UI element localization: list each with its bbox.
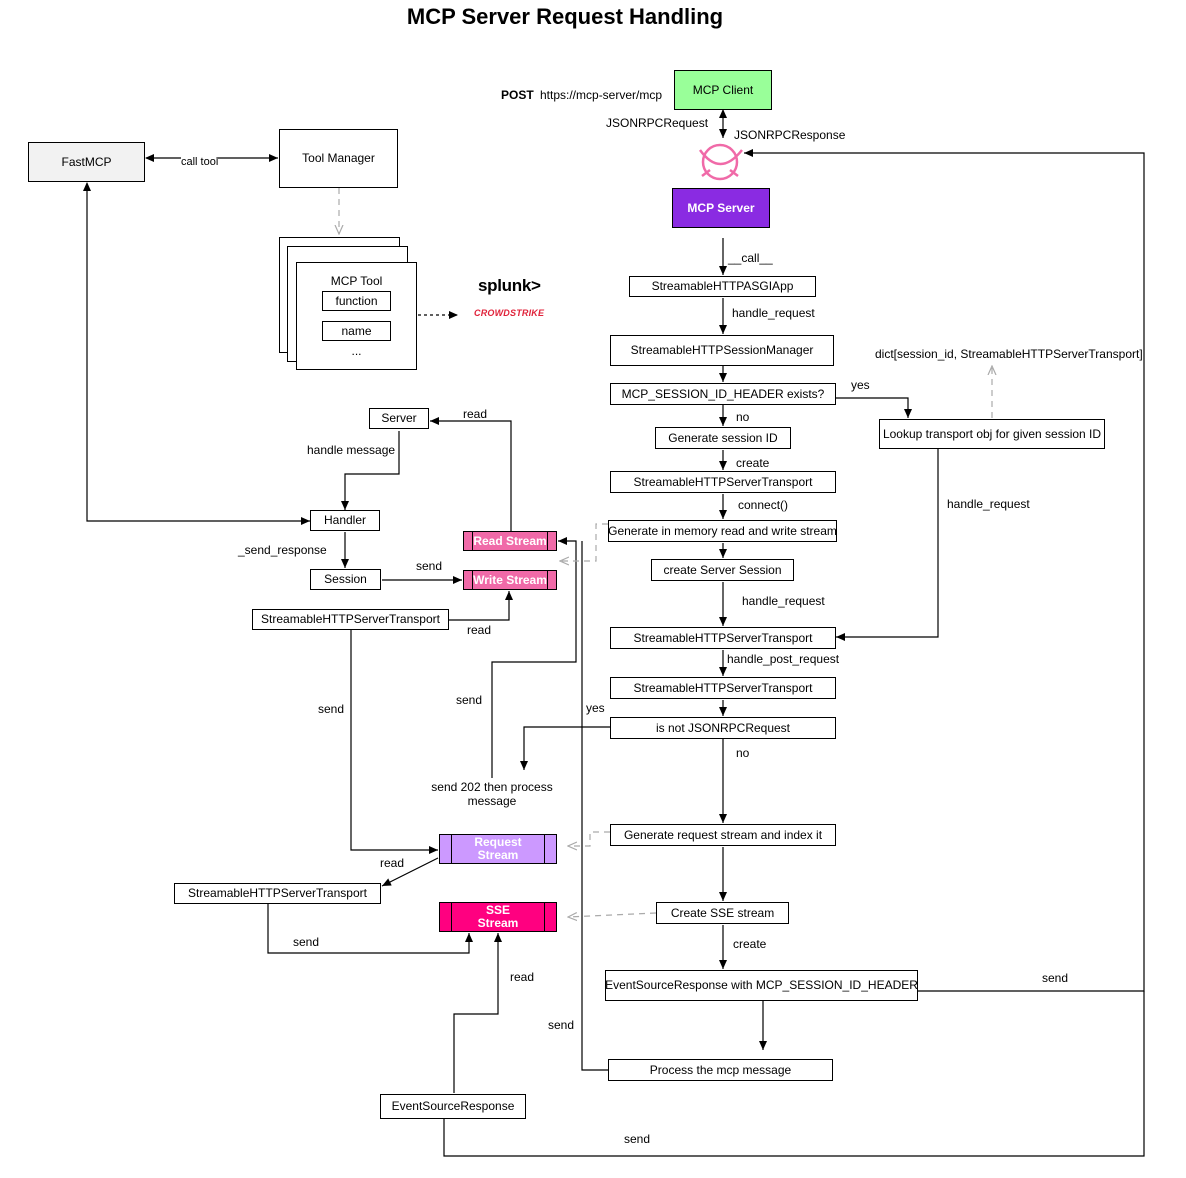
session-manager-box[interactable]: StreamableHTTPSessionManager [610,335,834,366]
asgi-app-box[interactable]: StreamableHTTPASGIApp [629,276,816,297]
tool-ellipsis: ... [351,344,362,358]
write-stream[interactable]: Write Stream [463,570,557,590]
read-label-write: read [467,623,492,637]
transport-box-left-2[interactable]: StreamableHTTPServerTransport [174,883,381,904]
generate-request-stream-box[interactable]: Generate request stream and index it [610,824,836,846]
handle-request-label-3: handle_request [947,497,1030,511]
transport-box-left-1[interactable]: StreamableHTTPServerTransport [252,609,449,630]
call-tool-label: call tool [181,155,219,169]
send-label-right: send [1042,971,1069,985]
create-server-session-box[interactable]: create Server Session [651,559,794,581]
read-label-request: read [380,856,405,870]
jsonrpc-request-label: JSONRPCRequest [606,116,709,130]
event-source-header-box[interactable]: EventSourceResponse with MCP_SESSION_ID_… [605,970,918,1001]
http-method: POST [501,88,534,102]
bridge-logo-icon [698,143,743,181]
jsonrpc-check-box[interactable]: is not JSONRPCRequest [610,717,836,739]
mcp-client-box[interactable]: MCP Client [674,70,772,110]
transport-box-a[interactable]: StreamableHTTPServerTransport [610,471,836,493]
handle-post-request-label: handle_post_request [727,652,840,666]
sse-stream[interactable]: SSE Stream [439,902,557,932]
mcp-tool-label: MCP Tool [330,274,383,288]
handle-request-label-1: handle_request [732,306,815,320]
send-label-write: send [416,559,443,573]
connect-label: connect() [738,498,789,512]
send-202-label: send 202 then process message [431,780,553,808]
handle-message-label: handle message [307,443,396,457]
call-label: __call__ [728,251,773,265]
lookup-transport-box[interactable]: Lookup transport obj for given session I… [879,419,1105,449]
read-stream-label: Read Stream [473,533,547,548]
send-label-process: send [548,1018,575,1032]
send-label-bottom: send [624,1132,651,1146]
splunk-logo: splunk> [478,276,541,295]
endpoint-url: https://mcp-server/mcp [540,88,663,102]
read-label-server: read [463,407,488,421]
fastmcp-box[interactable]: FastMCP [28,142,145,182]
mcp-tool-card[interactable]: MCP Tool function name ... [296,262,417,370]
write-stream-label: Write Stream [473,572,547,587]
read-stream[interactable]: Read Stream [463,531,557,551]
sse-stream-label: SSE Stream [477,903,519,930]
event-source-response-box[interactable]: EventSourceResponse [380,1094,526,1119]
handle-request-label-2: handle_request [742,594,825,608]
dict-label: dict[session_id, StreamableHTTPServerTra… [875,347,1143,361]
send-label-mid: send [456,693,483,707]
tool-function-field: function [322,291,391,311]
crowdstrike-logo: CROWDSTRIKE [474,308,545,318]
tool-manager-box[interactable]: Tool Manager [279,129,398,188]
server-box[interactable]: Server [369,408,429,429]
send-label-left: send [318,702,345,716]
create-label-2: create [733,937,767,951]
transport-box-b[interactable]: StreamableHTTPServerTransport [610,627,836,649]
generate-streams-box[interactable]: Generate in memory read and write stream [608,520,837,542]
read-label-sse: read [510,970,535,984]
session-header-check[interactable]: MCP_SESSION_ID_HEADER exists? [610,383,836,405]
create-sse-box[interactable]: Create SSE stream [656,902,789,924]
no-label-1: no [736,410,750,424]
create-label-1: create [736,456,770,470]
send-response-label: _send_response [238,543,327,557]
mcp-server-box[interactable]: MCP Server [672,188,770,228]
no-label-2: no [736,746,750,760]
yes-label-2: yes [586,701,605,715]
session-box[interactable]: Session [310,569,381,590]
yes-label-1: yes [851,378,870,392]
send-label-sse: send [293,935,320,949]
jsonrpc-response-label: JSONRPCResponse [734,128,846,142]
generate-session-box[interactable]: Generate session ID [655,427,791,449]
handler-box[interactable]: Handler [310,510,380,531]
process-message-box[interactable]: Process the mcp message [608,1059,833,1081]
diagram-title: MCP Server Request Handling [406,4,724,29]
tool-name-field: name [322,321,391,341]
transport-box-c[interactable]: StreamableHTTPServerTransport [610,677,836,699]
request-stream-label: Request Stream [474,835,522,862]
request-stream[interactable]: Request Stream [439,834,557,864]
